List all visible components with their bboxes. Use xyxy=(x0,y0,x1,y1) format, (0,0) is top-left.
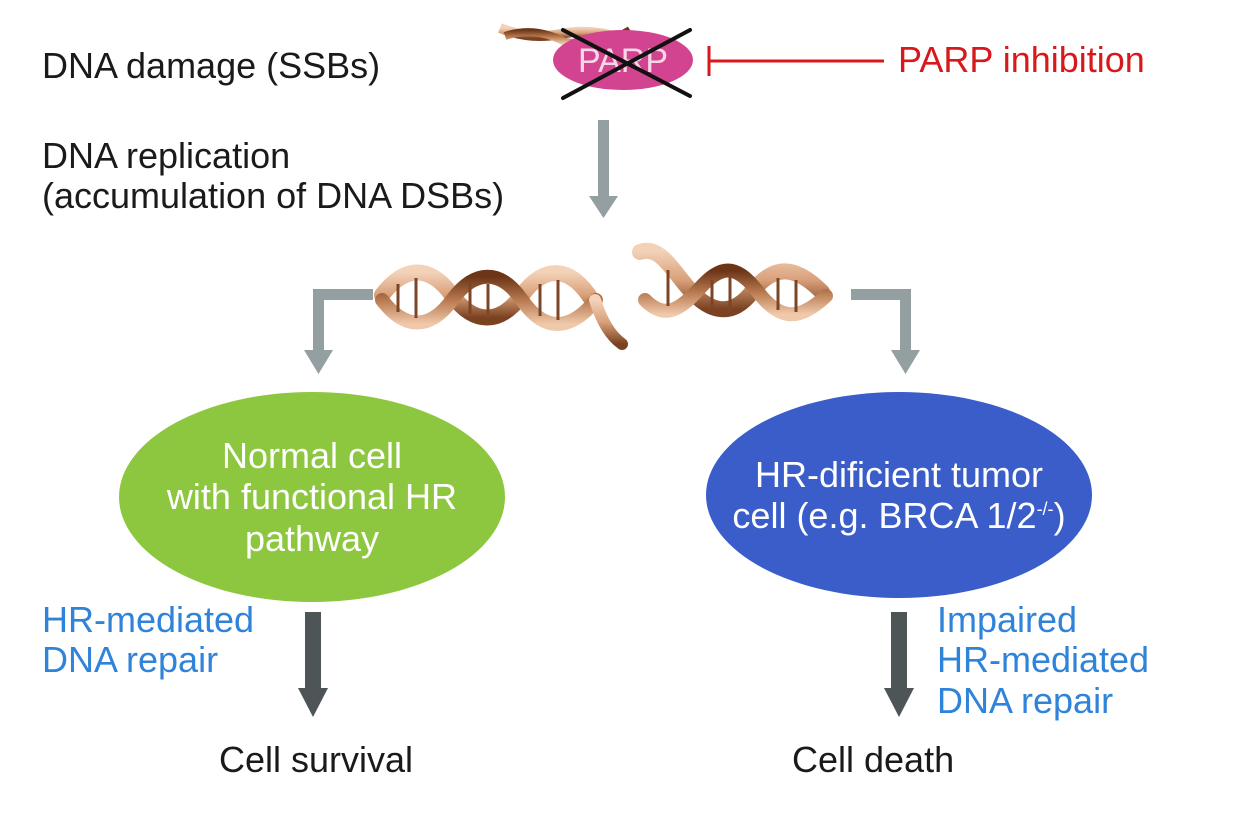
arrow-branch-right-icon xyxy=(851,289,920,374)
inhibition-tbar-icon xyxy=(707,46,884,76)
impaired-line3: DNA repair xyxy=(937,679,1114,721)
tumor-cell-oval xyxy=(706,392,1092,598)
tumor-cell-label: HR-dificient tumor cell (e.g. BRCA 1/2-/… xyxy=(706,392,1092,598)
arrow-branch-left-icon xyxy=(304,289,373,374)
tumor-cell-close-paren: ) xyxy=(1053,495,1066,536)
hr-repair-label: HR-mediated DNA repair xyxy=(42,599,255,681)
normal-cell-line2: with functional HR xyxy=(166,476,458,518)
dna-replication-label: DNA replication (accumulation of DNA DSB… xyxy=(42,135,505,217)
normal-cell-label: Normal cell with functional HR pathway xyxy=(119,392,505,602)
hr-repair-line1: HR-mediated xyxy=(42,599,255,640)
tumor-cell-superscript: -/- xyxy=(1036,499,1054,519)
normal-cell-oval xyxy=(119,392,505,602)
dna-helix-icon xyxy=(374,242,833,350)
impaired-repair-label: Impaired HR-mediated DNA repair xyxy=(937,599,1150,721)
cell-death-label: Cell death xyxy=(792,739,955,780)
arrow-down-replication-icon xyxy=(589,120,618,218)
cell-survival-label: Cell survival xyxy=(219,739,414,780)
normal-cell-line3: pathway xyxy=(244,517,380,559)
dna-replication-line2: (accumulation of DNA DSBs) xyxy=(42,175,505,217)
tumor-cell-line2-text: cell (e.g. BRCA 1/2 xyxy=(732,495,1037,536)
impaired-line1: Impaired xyxy=(937,599,1078,640)
arrow-down-survival-icon xyxy=(298,612,328,717)
cross-out-icon xyxy=(561,28,692,100)
parp-inhibition-label: PARP inhibition xyxy=(898,39,1145,80)
dna-damage-label: DNA damage (SSBs) xyxy=(42,45,381,86)
hr-repair-line2: DNA repair xyxy=(42,639,219,681)
normal-cell-line1: Normal cell xyxy=(221,434,403,476)
arrow-down-death-icon xyxy=(884,612,914,717)
impaired-line2: HR-mediated xyxy=(937,639,1150,681)
dna-replication-line1: DNA replication xyxy=(42,135,291,176)
tumor-cell-line1: HR-dificient tumor xyxy=(754,453,1044,495)
tumor-cell-line2: cell (e.g. BRCA 1/2-/-) xyxy=(732,495,1065,536)
